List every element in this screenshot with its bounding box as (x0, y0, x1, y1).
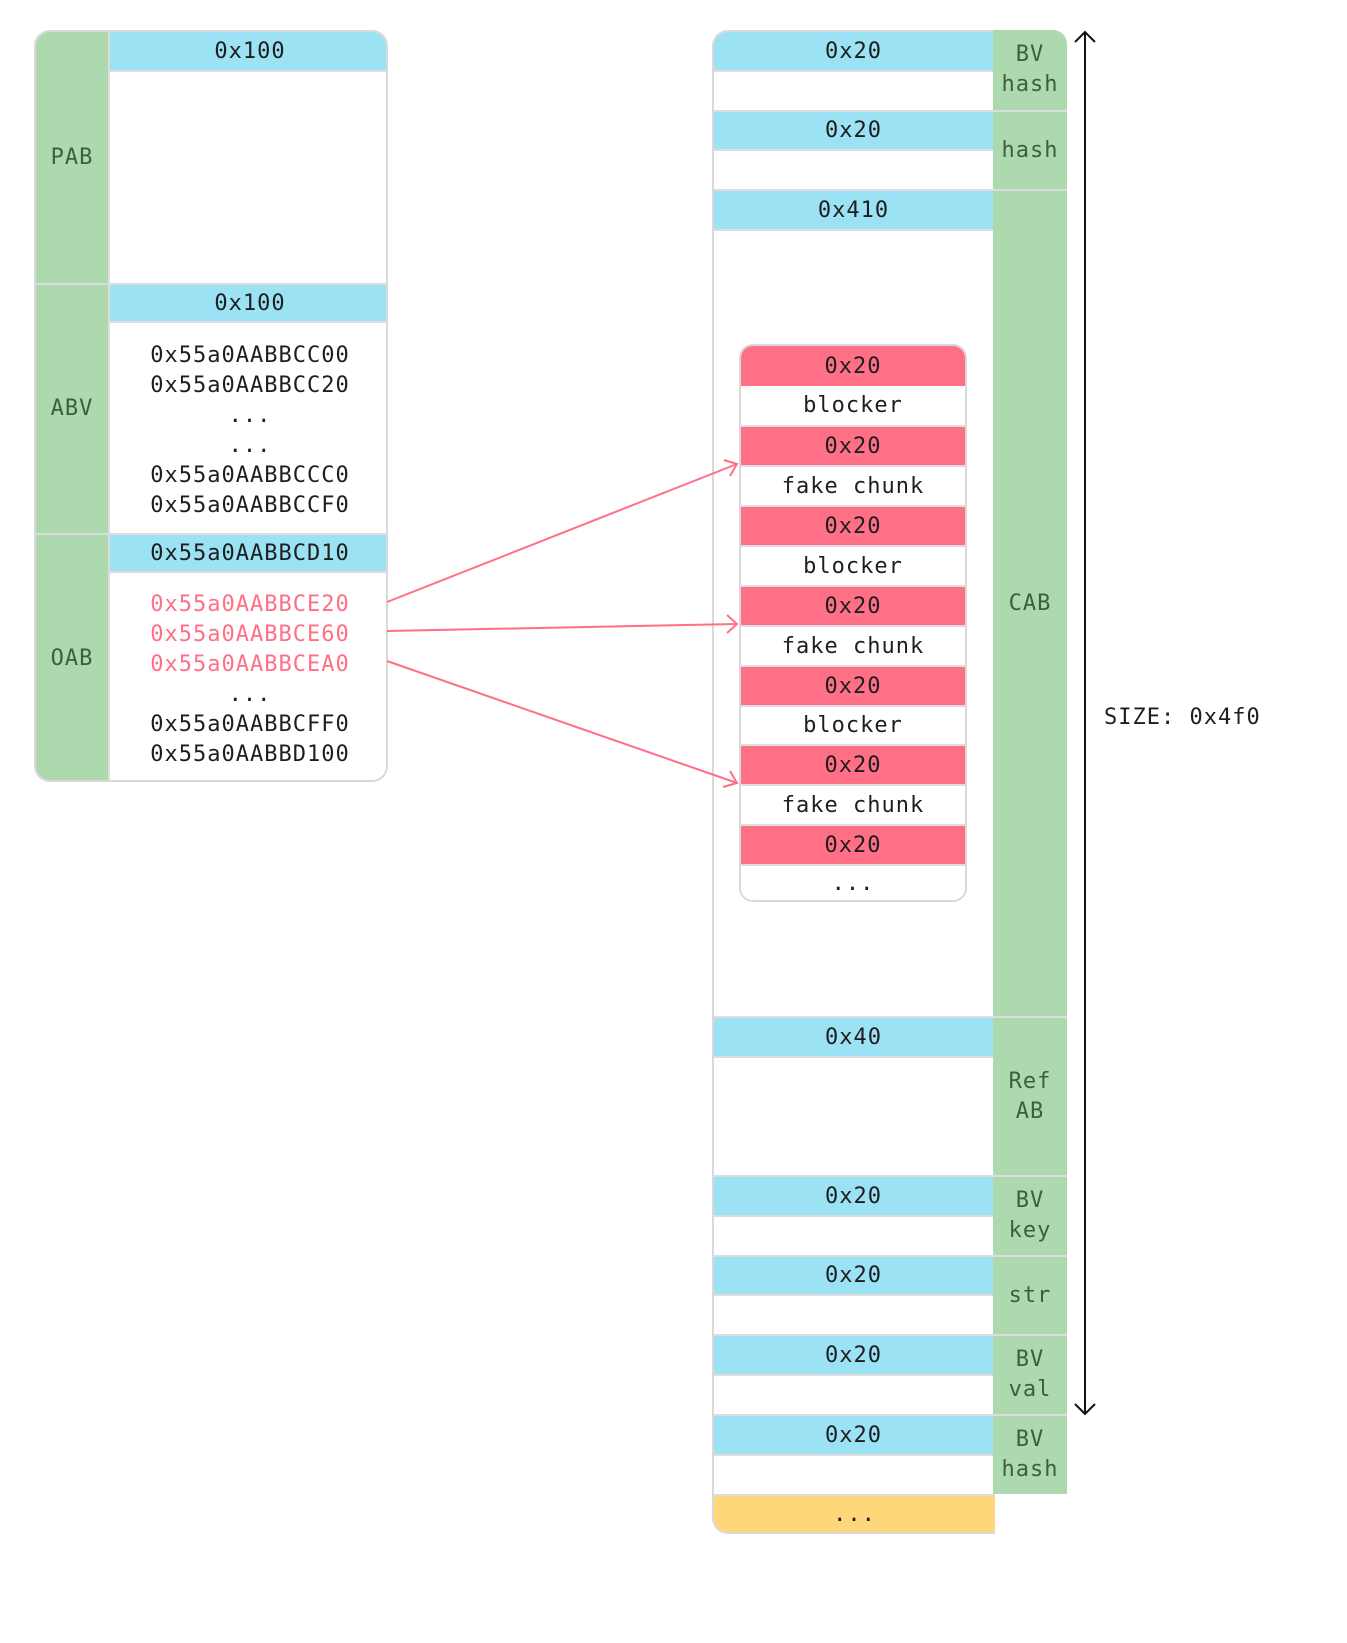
abv-size-header: 0x100 (110, 283, 386, 321)
column-divider (108, 32, 110, 780)
chunk-label-bv-hash: BV hash (993, 30, 1067, 110)
size-label: SIZE: 0x4f0 (1104, 705, 1261, 730)
chunk-label-bv-key: BV key (993, 1175, 1067, 1255)
pointer-arrow-3 (386, 660, 739, 788)
chunk-size-header: 0x20 (714, 1414, 993, 1454)
right-memory-block: BV hash hash CAB Ref AB BV key str BV va… (712, 30, 1068, 1534)
abv-body: 0x55a0AABBCC00 0x55a0AABBCC20 ... ... 0x… (110, 321, 386, 533)
size-arrow (1074, 30, 1096, 1416)
section-label-oab: OAB (36, 533, 108, 780)
oab-pointer: 0x55a0AABBD100 (150, 742, 350, 767)
inner-chunk-header: 0x20 (741, 744, 965, 784)
chunk-body (714, 1294, 993, 1334)
abv-ellipsis: ... (228, 403, 272, 428)
inner-chunk-header: 0x20 (741, 824, 965, 864)
chunk-label-ref-ab: Ref AB (993, 1016, 1067, 1175)
chunk-body (714, 1215, 993, 1255)
oab-pointer: 0x55a0AABBCFF0 (150, 712, 350, 737)
trailing-chunks: ... (714, 1494, 995, 1532)
chunk-body (714, 149, 993, 189)
oab-ellipsis: ... (228, 682, 272, 707)
chunk-size-header: 0x40 (714, 1016, 993, 1056)
cab-size-header: 0x410 (714, 189, 993, 229)
inner-chunk-fake: fake chunk (741, 625, 965, 665)
inner-chunk-header: 0x20 (741, 425, 965, 465)
inner-chunk-blocker: blocker (741, 386, 965, 425)
inner-chunk-header: 0x20 (741, 665, 965, 705)
inner-chunk-block: 0x20 blocker 0x20 fake chunk 0x20 blocke… (739, 344, 967, 902)
chunk-size-header: 0x20 (714, 1255, 993, 1294)
oab-body: 0x55a0AABBCE20 0x55a0AABBCE60 0x55a0AABB… (110, 571, 386, 780)
chunk-label-str: str (993, 1255, 1067, 1334)
chunk-body (714, 70, 993, 110)
chunk-body (714, 1454, 993, 1494)
oab-address-header: 0x55a0AABBCD10 (110, 533, 386, 571)
chunk-body (714, 1056, 993, 1175)
oab-fake-chunk-pointer: 0x55a0AABBCE20 (150, 592, 350, 617)
inner-chunk-header: 0x20 (741, 346, 965, 386)
pab-size-header: 0x100 (110, 32, 386, 70)
inner-chunk-blocker: blocker (741, 545, 965, 585)
abv-pointer: 0x55a0AABBCC20 (150, 373, 350, 398)
inner-chunk-fake: fake chunk (741, 465, 965, 505)
section-label-pab: PAB (36, 32, 108, 283)
oab-fake-chunk-pointer: 0x55a0AABBCE60 (150, 622, 350, 647)
inner-chunk-header: 0x20 (741, 505, 965, 545)
chunk-label-cab: CAB (993, 189, 1067, 1016)
chunk-label-bv-val: BV val (993, 1334, 1067, 1414)
inner-chunk-header: 0x20 (741, 585, 965, 625)
chunk-size-header: 0x20 (714, 110, 993, 149)
abv-ellipsis: ... (228, 433, 272, 458)
inner-chunk-fake: fake chunk (741, 784, 965, 824)
chunk-body (714, 1374, 993, 1414)
pointer-arrow-2 (386, 614, 739, 634)
abv-pointer: 0x55a0AABBCC00 (150, 343, 350, 368)
chunk-size-header: 0x20 (714, 1175, 993, 1215)
section-label-abv: ABV (36, 283, 108, 533)
inner-chunk-blocker: blocker (741, 705, 965, 744)
right-block-frame (712, 30, 995, 1534)
abv-pointer: 0x55a0AABBCCC0 (150, 463, 350, 488)
pab-body (110, 70, 386, 283)
inner-chunk-ellipsis: ... (741, 864, 965, 900)
left-memory-block: PAB ABV OAB 0x100 0x100 0x55a0AABBCC00 0… (34, 30, 388, 782)
pointer-arrow-1 (386, 459, 739, 603)
oab-fake-chunk-pointer: 0x55a0AABBCEA0 (150, 652, 350, 677)
chunk-label-hash: hash (993, 110, 1067, 189)
chunk-size-header: 0x20 (714, 32, 993, 70)
chunk-label-bv-hash: BV hash (993, 1414, 1067, 1494)
abv-pointer: 0x55a0AABBCCF0 (150, 493, 350, 518)
chunk-size-header: 0x20 (714, 1334, 993, 1374)
